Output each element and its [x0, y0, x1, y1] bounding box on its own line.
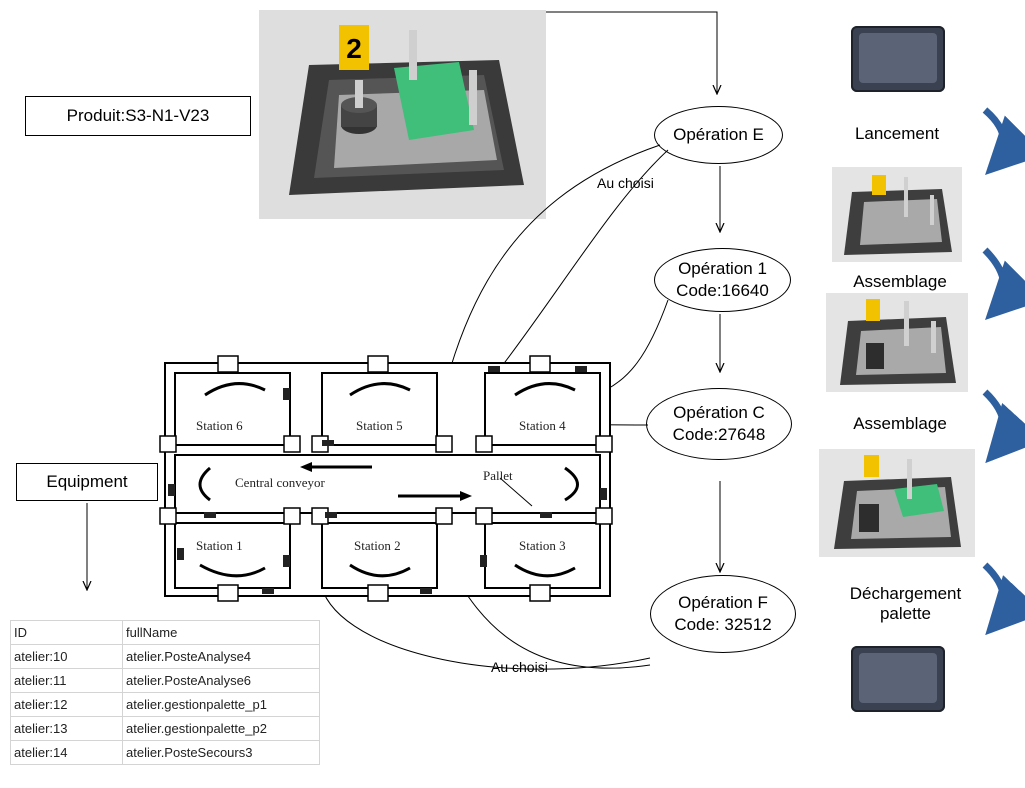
cell-id: atelier:14 [10, 740, 123, 765]
table-row: atelier:13 atelier.gestionpalette_p2 [10, 716, 320, 741]
equipment-label-text: Equipment [46, 472, 128, 491]
operation-c-code: Code:27648 [672, 425, 766, 444]
col-id-header: ID [10, 620, 123, 645]
operation-f-code: Code: 32512 [674, 615, 772, 634]
station-plan: Station 6 Station 5 Station 4 Station 1 … [159, 355, 613, 602]
operation-1-code: Code:16640 [676, 281, 769, 300]
flow-arrows [982, 107, 1025, 636]
operation-1-name: Opération 1 [678, 259, 767, 278]
cell-fullname: atelier.PosteSecours3 [122, 740, 320, 765]
station-3-label: Station 3 [519, 538, 566, 553]
green-block-icon [394, 62, 474, 140]
cell-fullname: atelier.gestionpalette_p1 [122, 692, 320, 717]
table-row: atelier:10 atelier.PosteAnalyse4 [10, 644, 320, 669]
operation-c-name: Opération C [673, 403, 765, 422]
product-photo: 2 [259, 10, 546, 219]
station-5-label: Station 5 [356, 418, 403, 433]
table-row: atelier:14 atelier.PosteSecours3 [10, 740, 320, 765]
step-photo-3 [819, 449, 975, 557]
cell-fullname: atelier.PosteAnalyse4 [122, 644, 320, 669]
station-2-label: Station 2 [354, 538, 401, 553]
station-6-label: Station 6 [196, 418, 243, 433]
station-4-label: Station 4 [519, 418, 566, 433]
cell-id: atelier:11 [10, 668, 123, 693]
cell-id: atelier:13 [10, 716, 123, 741]
table-row: atelier:12 atelier.gestionpalette_p1 [10, 692, 320, 717]
product-label: Produit:S3-N1-V23 [25, 96, 251, 136]
col-fullname-header: fullName [122, 620, 320, 645]
empty-pallet-icon [851, 26, 945, 92]
operation-f: Opération F Code: 32512 [650, 575, 796, 653]
step-photo-2 [826, 293, 968, 392]
cell-id: atelier:12 [10, 692, 123, 717]
operation-1: Opération 1 Code:16640 [654, 248, 791, 312]
step-label-lancement: Lancement [854, 124, 940, 143]
cell-fullname: atelier.gestionpalette_p2 [122, 716, 320, 741]
step-photo-1 [832, 167, 962, 262]
operation-e: Opération E [654, 106, 783, 164]
table-row: atelier:11 atelier.PosteAnalyse6 [10, 668, 320, 693]
au-choisi-bottom: Au choisi [491, 659, 548, 675]
step-label-assemblage-2: Assemblage [853, 414, 947, 433]
product-label-text: Produit:S3-N1-V23 [66, 106, 210, 125]
equipment-label: Equipment [16, 463, 158, 501]
cell-fullname: atelier.PosteAnalyse6 [122, 668, 320, 693]
step-label-assemblage-1: Assemblage [853, 272, 947, 291]
pallet-label: Pallet [483, 468, 513, 483]
operation-e-name: Opération E [673, 125, 764, 144]
step-label-dechargement: Déchargement palette [849, 584, 962, 623]
equipment-table: ID fullName atelier:10 atelier.PosteAnal… [10, 620, 320, 765]
unloaded-pallet-icon [851, 646, 945, 712]
photo-badge: 2 [346, 33, 362, 64]
table-header-row: ID fullName [10, 620, 320, 645]
operation-c: Opération C Code:27648 [646, 388, 792, 460]
cell-id: atelier:10 [10, 644, 123, 669]
operation-f-name: Opération F [678, 593, 768, 612]
station-1-label: Station 1 [196, 538, 243, 553]
central-conveyor-label: Central conveyor [235, 475, 326, 490]
